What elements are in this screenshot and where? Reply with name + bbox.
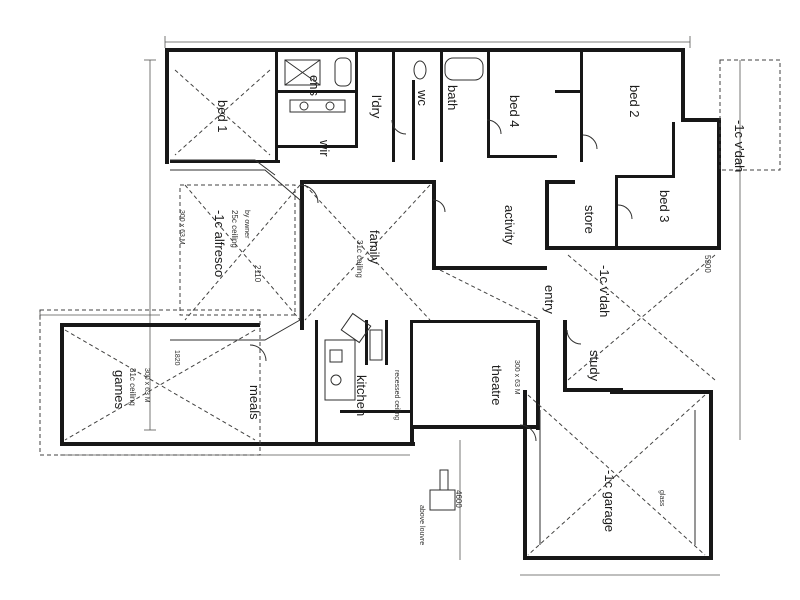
- room-garage: -1c garage: [602, 470, 617, 532]
- room-entry: entry: [542, 285, 557, 314]
- room-bed4: bed 4: [507, 95, 522, 128]
- room-meals: meals: [247, 385, 262, 420]
- kitchen-fittings: [324, 312, 383, 401]
- room-family: family: [367, 230, 382, 264]
- dim-2110: 2110: [253, 265, 262, 283]
- room-games: games: [112, 370, 127, 410]
- room-vdah-front: -1c v'dah: [597, 265, 612, 317]
- room-kitchen: kitchen: [354, 375, 369, 416]
- room-bed3: bed 3: [657, 190, 672, 223]
- note-glass: glass: [658, 490, 665, 507]
- exterior-walls: [60, 48, 721, 560]
- door-swings: [249, 119, 633, 442]
- room-store: store: [582, 205, 597, 234]
- note-ceiling-games: 31c ceiling: [128, 368, 137, 406]
- note-lintel-theatre: 300 x 63 M: [513, 360, 520, 395]
- room-activity: activity: [502, 205, 517, 245]
- room-study: study: [587, 350, 602, 382]
- note-ceiling-alfresco: 25c ceiling: [230, 210, 239, 248]
- room-vdah-side: -1c v'dah: [732, 120, 747, 172]
- note-by-owner: by owner: [243, 210, 250, 239]
- dim-5300: 5300: [703, 255, 712, 273]
- annotations: 31c ceiling 25c ceiling 31c ceiling 300 …: [128, 210, 712, 545]
- note-lintel-alfresco: 300 x 63 M: [178, 210, 185, 245]
- ceiling-lines: [39, 59, 781, 556]
- room-labels: bed 1 ens l'dry wc bath bed 4 bed 2 bed …: [112, 75, 747, 532]
- note-ceiling-family: 31c ceiling: [355, 240, 364, 278]
- room-bed2: bed 2: [627, 85, 642, 118]
- room-ldry: l'dry: [369, 95, 384, 119]
- alfresco-bay: [170, 159, 301, 341]
- dim-4600: 4600: [454, 490, 463, 508]
- dim-1820: 1820: [173, 350, 180, 366]
- note-lintel-games: 300 x 63 M: [143, 368, 150, 403]
- room-bed1: bed 1: [215, 100, 230, 133]
- room-theatre: theatre: [489, 365, 504, 405]
- room-alfresco: -1c alfresco: [212, 210, 227, 277]
- note-recessed: recessed ceiling: [393, 370, 400, 420]
- room-ens: ens: [307, 75, 322, 96]
- bathroom-fittings: [284, 57, 484, 113]
- garage-details: [429, 410, 696, 545]
- note-above-louvre: above louvre: [418, 505, 425, 545]
- room-bath: bath: [445, 85, 460, 110]
- interior-walls: [170, 52, 675, 445]
- room-wir: wir: [317, 139, 332, 157]
- room-wc: wc: [415, 89, 430, 106]
